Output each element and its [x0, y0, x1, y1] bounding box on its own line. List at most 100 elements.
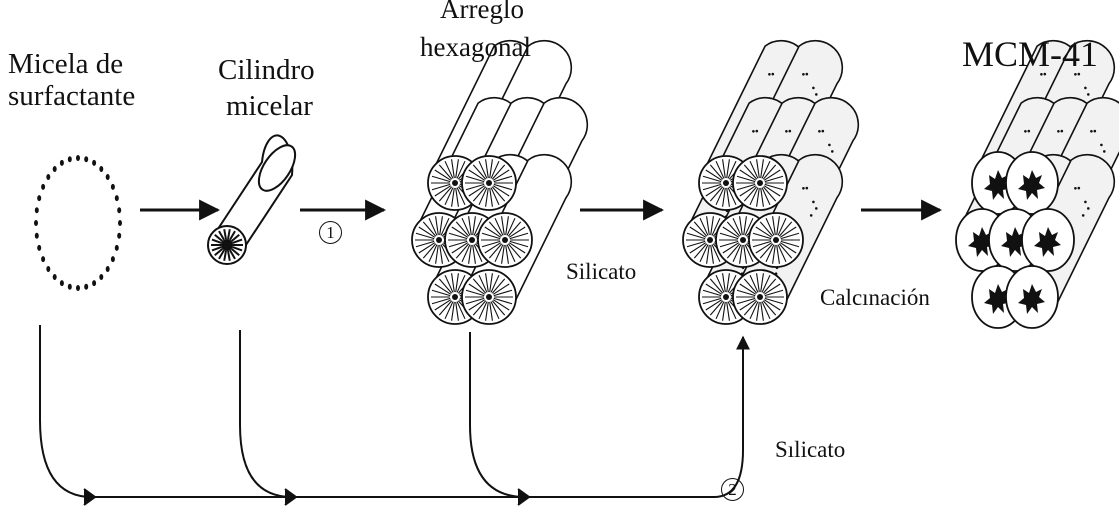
- silica-speck: [772, 73, 775, 76]
- rod-center: [436, 237, 442, 243]
- rod-center: [757, 180, 763, 186]
- micelle-dot: [37, 195, 41, 201]
- silica-speck: [1057, 130, 1060, 133]
- micelle-dot: [115, 195, 119, 201]
- rod-center: [452, 180, 458, 186]
- silica-speck: [806, 73, 809, 76]
- rod-center: [502, 237, 508, 243]
- silica-speck: [1074, 187, 1077, 190]
- cap-core: [222, 240, 232, 250]
- silica-speck: [1078, 187, 1081, 190]
- micelle-dot: [35, 233, 39, 239]
- rod-center: [486, 180, 492, 186]
- micelle-dot: [99, 166, 103, 172]
- micelle-dot: [92, 160, 96, 166]
- silica-speck: [802, 187, 805, 190]
- label-arreglo-line2: hexagonal: [420, 32, 531, 62]
- micelle-dot: [35, 207, 39, 213]
- silica-speck: [1103, 150, 1106, 153]
- silica-speck: [768, 73, 771, 76]
- route-number-2: 2: [721, 478, 744, 501]
- silica-speck: [802, 73, 805, 76]
- silica-speck: [818, 130, 821, 133]
- label-silicato-top: Silicato: [566, 259, 636, 285]
- silica-speck: [822, 130, 825, 133]
- rod-center: [723, 180, 729, 186]
- rod-center: [452, 294, 458, 300]
- rod-center: [773, 237, 779, 243]
- silica-speck: [1100, 144, 1103, 147]
- micelle-dot: [76, 285, 80, 291]
- route2-paths: [40, 325, 743, 505]
- micelle-dot: [37, 245, 41, 251]
- silica-speck: [756, 130, 759, 133]
- micelle-dot: [117, 207, 121, 213]
- silica-speck: [1082, 214, 1085, 217]
- silica-speck: [789, 130, 792, 133]
- micelle-dot: [117, 233, 121, 239]
- silica-speck: [828, 144, 831, 147]
- silicate-coated-array: [683, 41, 858, 324]
- rod-center: [707, 237, 713, 243]
- silica-speck: [815, 93, 818, 96]
- micelle-dot: [76, 155, 80, 161]
- micelle-dot: [111, 184, 115, 190]
- micelle-dot: [68, 156, 72, 162]
- label-mcm41: MCM-41: [962, 34, 1098, 74]
- rod-center: [757, 294, 763, 300]
- micelle-dot: [106, 174, 110, 180]
- silica-speck: [1028, 130, 1031, 133]
- silica-speck: [1087, 207, 1090, 210]
- micelle-dot: [41, 184, 45, 190]
- micelle-dot: [115, 245, 119, 251]
- micelle-dot: [46, 266, 50, 272]
- label-calcinacion: Calcınación: [820, 285, 930, 311]
- silica-speck: [806, 187, 809, 190]
- micelle-dot: [68, 284, 72, 290]
- surfactant-micelle-ring: [34, 155, 122, 291]
- rod-center: [486, 294, 492, 300]
- silica-speck: [1084, 201, 1087, 204]
- silica-speck: [812, 201, 815, 204]
- route-number-1: 1: [319, 221, 342, 244]
- micelle-dot: [118, 220, 122, 226]
- micelle-dot: [41, 256, 45, 262]
- silica-speck: [752, 130, 755, 133]
- hexagonal-array: [412, 41, 587, 324]
- mcm41-structure: [956, 41, 1119, 328]
- micelle-dot: [53, 274, 57, 280]
- micelle-dot: [60, 280, 64, 286]
- micelle-dot: [53, 166, 57, 172]
- rod-center: [740, 237, 746, 243]
- micelle-dot: [84, 156, 88, 162]
- label-arreglo-line1: Arreglo: [440, 0, 524, 24]
- rod-center: [723, 294, 729, 300]
- silica-speck: [812, 87, 815, 90]
- silica-speck: [1024, 130, 1027, 133]
- silica-speck: [785, 130, 788, 133]
- silica-speck: [1087, 93, 1090, 96]
- silica-speck: [831, 150, 834, 153]
- micelle-dot: [106, 266, 110, 272]
- label-cilindro-line1: Cilindro: [218, 54, 315, 86]
- label-silicato-bottom: Sılicato: [775, 437, 845, 463]
- silica-speck: [810, 214, 813, 217]
- micelle-dot: [34, 220, 38, 226]
- label-cilindro-line2: micelar: [226, 90, 313, 122]
- silica-speck: [1061, 130, 1064, 133]
- rod-center: [469, 237, 475, 243]
- silica-speck: [1090, 130, 1093, 133]
- silica-speck: [815, 207, 818, 210]
- micelle-dot: [99, 274, 103, 280]
- label-micela-line1: Micela de: [8, 48, 123, 80]
- silica-speck: [1084, 87, 1087, 90]
- micelle-dot: [84, 284, 88, 290]
- label-micela-line2: surfactante: [8, 80, 135, 112]
- micelle-dot: [111, 256, 115, 262]
- micellar-cylinder: [208, 135, 302, 264]
- micelle-dot: [46, 174, 50, 180]
- micelle-dot: [60, 160, 64, 166]
- silica-speck: [1094, 130, 1097, 133]
